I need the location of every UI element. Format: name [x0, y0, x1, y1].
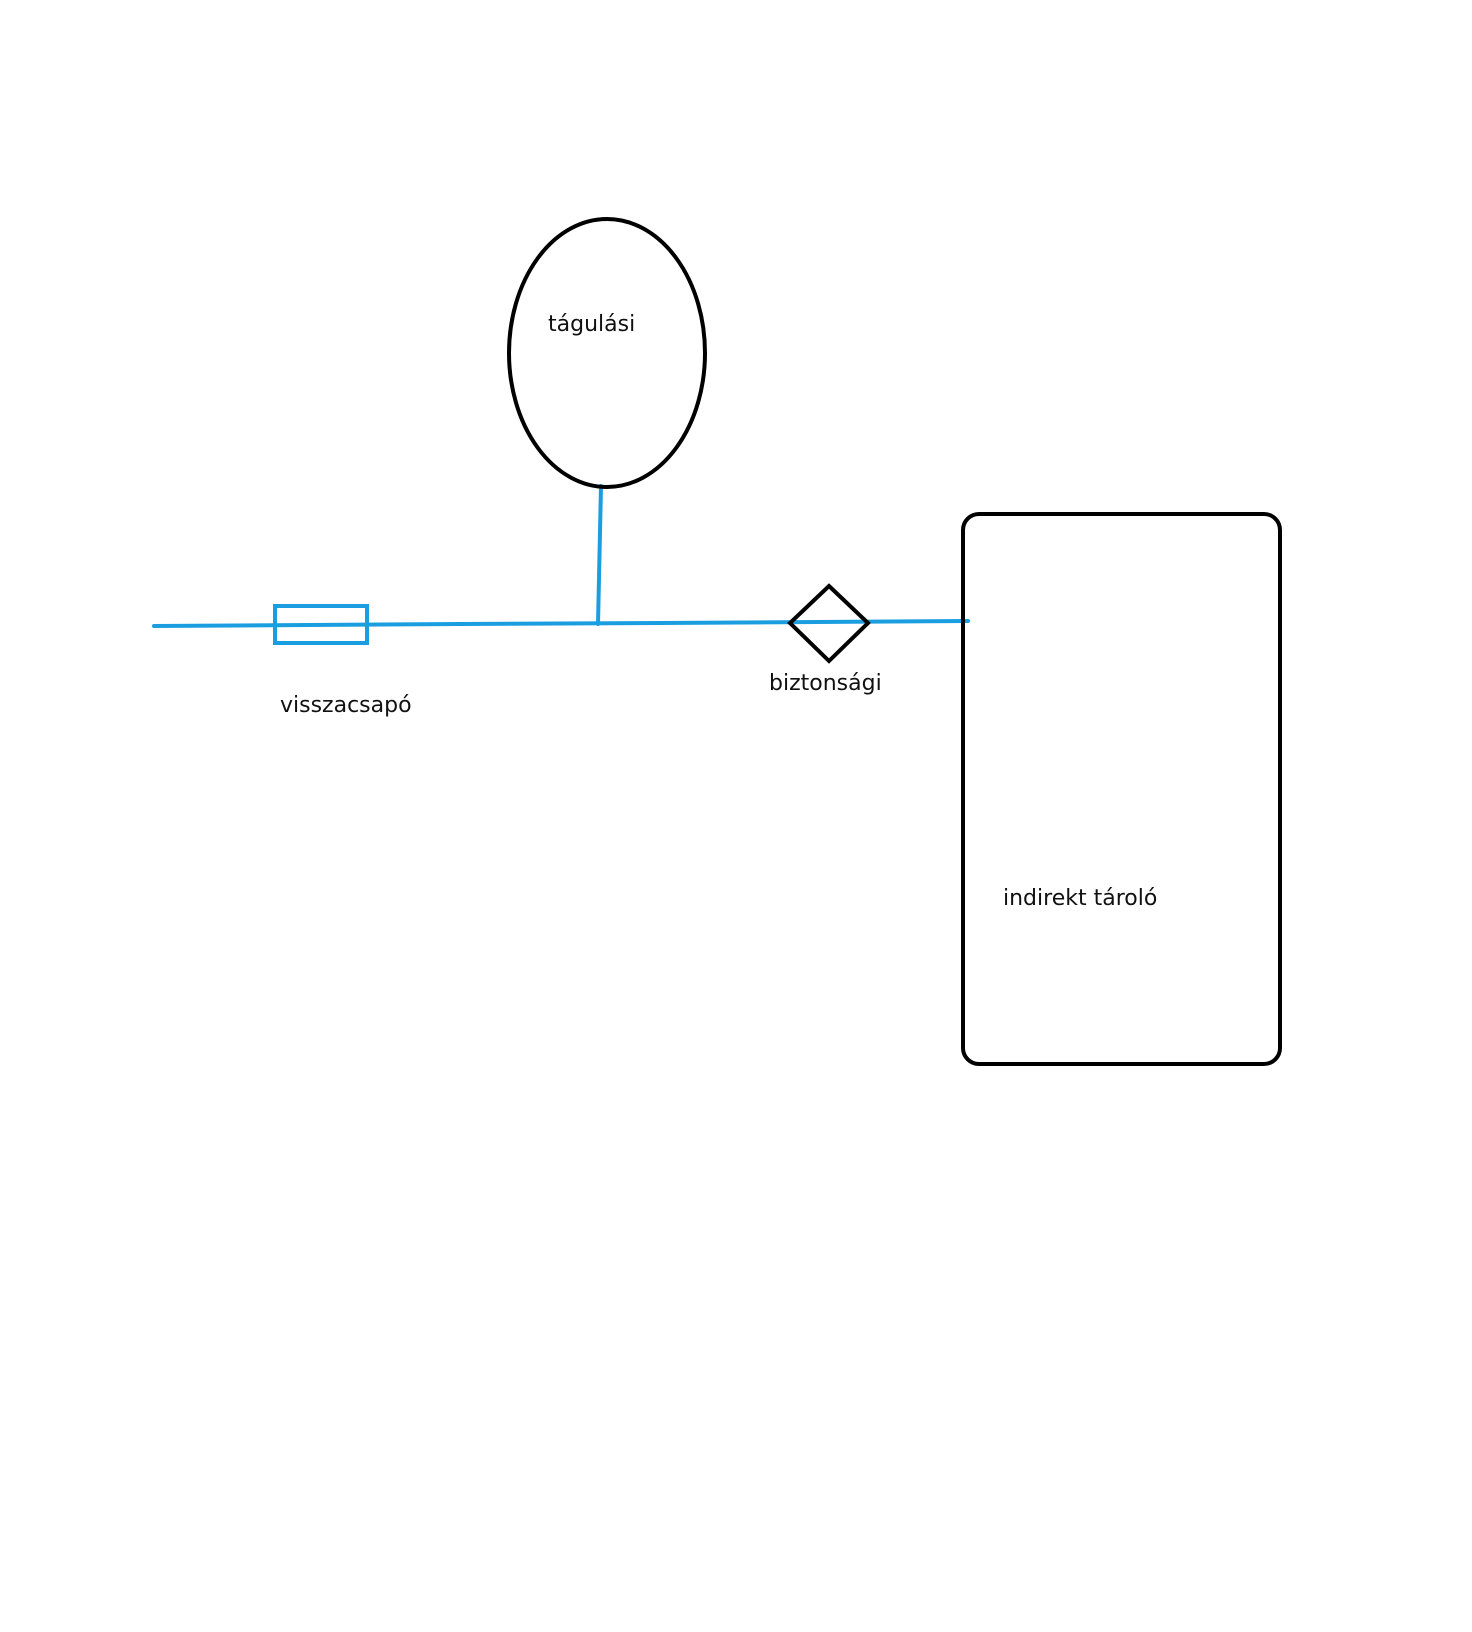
check-valve-symbol — [273, 604, 369, 645]
safety-valve-label: biztonsági — [769, 671, 882, 696]
expansion-vessel-label: tágulási — [548, 312, 635, 337]
expansion-vessel-symbol — [507, 217, 707, 489]
check-valve-label: visszacsapó — [280, 693, 412, 718]
supply-pipe — [152, 619, 970, 628]
expansion-branch-pipe — [596, 484, 603, 626]
storage-tank-label: indirekt tároló — [1003, 886, 1157, 911]
safety-valve-symbol — [787, 583, 871, 664]
storage-tank-symbol — [961, 512, 1282, 1066]
